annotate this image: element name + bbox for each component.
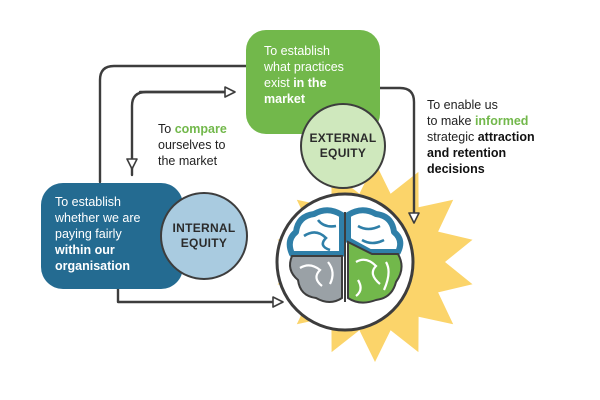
decision-caption: To enable us to make informed strategic … [427, 97, 535, 177]
decision-caption-emphasis: and retention [427, 146, 507, 160]
external-equity-label: EXTERNAL [309, 131, 377, 145]
internal-equity-label: EQUITY [180, 236, 228, 250]
external-equity-label: EQUITY [319, 146, 367, 160]
external-box-text: exist [264, 76, 294, 90]
internal-equity-circle: INTERNAL EQUITY [160, 192, 248, 280]
decision-caption-highlight: informed [474, 114, 529, 128]
compare-caption: To compare ourselves to the market [158, 121, 227, 169]
decision-caption-emphasis: decisions [427, 162, 485, 176]
compare-caption-text: the market [158, 154, 218, 168]
arrow-internal-to-brain [116, 287, 284, 308]
decision-caption-emphasis: attraction [477, 130, 535, 144]
decision-caption-text: To enable us [427, 98, 498, 112]
compare-caption-highlight: compare [174, 122, 227, 136]
internal-box-emphasis: within our [55, 243, 115, 257]
decision-caption-text: to make [427, 114, 475, 128]
external-box-emphasis: market [264, 92, 305, 106]
internal-box-line: whether we are [55, 211, 141, 225]
external-box-line: what practices [264, 60, 344, 74]
arrow-external-to-brain [378, 86, 420, 224]
internal-equity-label: INTERNAL [172, 221, 236, 235]
external-box-emphasis: in the [293, 76, 327, 90]
internal-box-line: paying fairly [55, 227, 122, 241]
internal-description-box: To establish whether we are paying fairl… [41, 183, 183, 289]
compare-caption-text: To [158, 122, 175, 136]
arrow-outer-loop [98, 64, 250, 184]
external-equity-circle: EXTERNAL EQUITY [300, 103, 386, 189]
internal-box-emphasis: organisation [55, 259, 131, 273]
compare-caption-text: ourselves to [158, 138, 226, 152]
brain-icon [275, 192, 415, 332]
external-box-line: To establish [264, 44, 331, 58]
internal-box-line: To establish [55, 195, 122, 209]
decision-caption-text: strategic [427, 130, 478, 144]
